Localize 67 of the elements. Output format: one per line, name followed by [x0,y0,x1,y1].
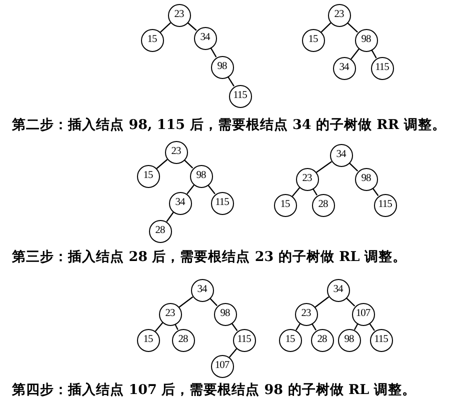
tree-node: 23 [296,168,318,190]
tree-edge [316,161,332,173]
tree-edge [371,50,377,58]
tree-edge [320,22,332,32]
tree-node: 28 [312,194,334,216]
tree-node: 23 [294,302,318,326]
tree-node: 98 [210,56,234,78]
tree-edge [174,324,178,330]
tree-node: 107 [210,354,234,378]
tree-edge [210,298,218,306]
tree-node: 28 [148,220,172,242]
tree-node: 115 [370,328,392,352]
tree-node: 23 [164,140,188,164]
tree-node: 115 [210,192,234,214]
tree-node: 23 [328,4,350,26]
tree-edge [160,22,171,33]
tree-node: 115 [228,84,252,108]
tree-edge [208,184,216,194]
tree-node: 115 [370,56,394,80]
tree-edge [314,296,330,308]
tree-node: 34 [332,56,356,80]
tree-node: 15 [278,328,302,352]
tree-node: 115 [232,328,256,352]
tree-node: 98 [190,164,212,188]
tree-edge [372,188,379,196]
tree-edge [369,323,375,331]
tree-node: 107 [352,302,374,326]
tree-edge [347,22,358,33]
tree-node: 15 [140,28,164,52]
tree-edge [166,212,174,222]
tree-edge [228,348,238,358]
tree-node: 98 [214,302,236,326]
tree-node: 28 [310,328,334,352]
tree-edge [228,76,234,87]
tree-node: 98 [354,168,378,190]
tree-node: 15 [136,328,160,352]
tree-node: 34 [326,278,350,302]
step-caption: 第二步：插入结点 98, 115 后，需要根结点 34 的子树做 RR 调整。 [12,116,446,134]
tree-edge [296,323,300,331]
tree-node: 23 [158,302,182,326]
tree-node: 98 [338,328,360,352]
tree-edge [210,48,217,58]
step-caption: 第四步：插入结点 107 后，需要根结点 98 的子树做 RL 调整。 [12,381,416,399]
tree-edge [348,162,358,172]
step-caption: 第三步：插入结点 28 后，需要根结点 23 的子树做 RL 调整。 [12,248,406,266]
tree-node: 34 [168,192,192,214]
tree-node: 23 [168,4,190,26]
tree-edge [184,160,194,168]
tree-node: 15 [302,28,324,52]
tree-edge [292,187,300,197]
tree-node: 34 [194,26,216,50]
tree-node: 28 [172,328,194,352]
tree-edge [187,22,197,31]
tree-edge [178,296,194,308]
tree-edge [186,184,194,194]
tree-node: 34 [330,144,352,166]
tree-edge [354,324,358,330]
tree-edge [231,322,238,332]
tree-edge [156,159,168,169]
tree-edge [154,322,164,332]
tree-edge [346,298,356,306]
tree-node: 15 [136,164,160,188]
tree-node: 15 [274,194,296,216]
tree-node: 115 [374,194,396,216]
tree-edge [350,48,360,60]
tree-node: 34 [190,278,214,302]
tree-node: 98 [354,28,378,52]
